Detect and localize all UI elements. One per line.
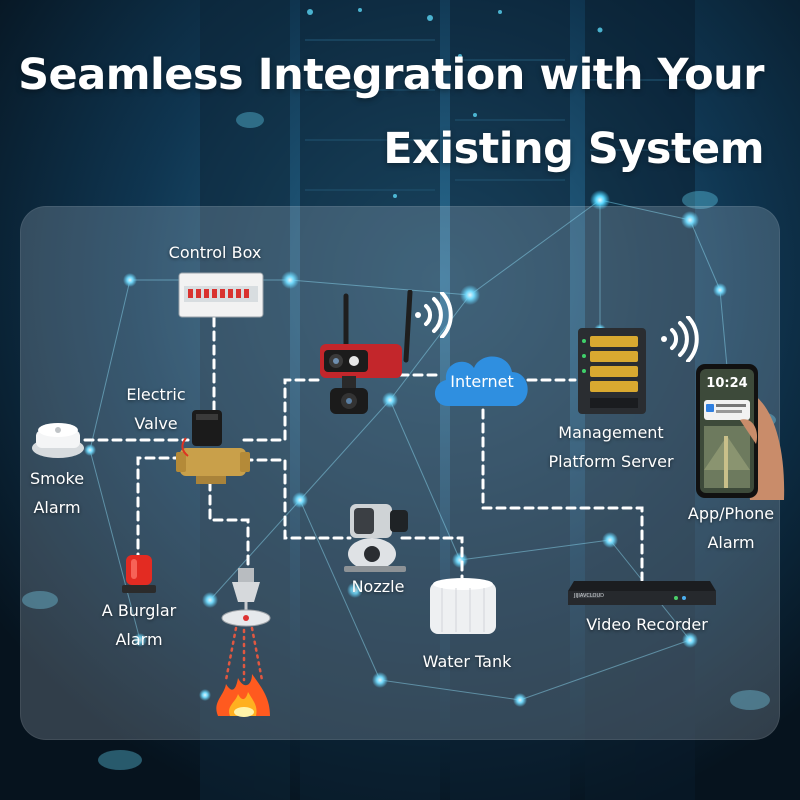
sprinkler-head-device bbox=[221, 568, 271, 627]
link-valve-sprinkler bbox=[208, 480, 250, 580]
page-title-line-1: Seamless Integration with Your bbox=[18, 50, 764, 100]
electric-valve-device bbox=[176, 410, 250, 484]
control-box-device bbox=[178, 272, 264, 318]
security-camera-device bbox=[320, 290, 413, 414]
link-valve-burglar bbox=[136, 456, 184, 557]
water-tank-device bbox=[430, 578, 496, 634]
video-recorder-device bbox=[568, 581, 716, 605]
app-phone-alarm-label: App/Phone Alarm bbox=[687, 504, 775, 552]
smoke-alarm-device bbox=[32, 423, 84, 458]
smartphone-device: 10:24 bbox=[690, 360, 786, 502]
link-internet-recorder bbox=[481, 408, 644, 582]
control-box-label: Control Box bbox=[168, 243, 262, 262]
diagram-panel bbox=[20, 206, 780, 740]
page-title-line-2: Existing System bbox=[383, 124, 764, 174]
wifi-icon bbox=[661, 316, 699, 362]
burglar-alarm-device bbox=[122, 555, 156, 593]
fire-icon bbox=[216, 674, 270, 717]
nozzle-label: Nozzle bbox=[351, 577, 405, 596]
internet-label: Internet bbox=[450, 372, 514, 391]
link-valve-camera bbox=[242, 378, 320, 442]
phone-clock: 10:24 bbox=[706, 376, 748, 391]
management-server-label: Management Platform Server bbox=[548, 423, 674, 471]
electric-valve-label: Electric Valve bbox=[126, 385, 186, 433]
water-tank-label: Water Tank bbox=[422, 652, 512, 671]
internet-cloud-icon bbox=[434, 356, 528, 406]
recorder-brand: JIJIAVCLOUD bbox=[574, 593, 604, 599]
pump-device bbox=[344, 504, 408, 572]
wifi-icon bbox=[415, 292, 453, 338]
video-recorder-label: Video Recorder bbox=[586, 615, 708, 634]
management-server-device bbox=[578, 328, 646, 414]
link-valve-pump-water bbox=[242, 458, 352, 540]
smoke-alarm-label: Smoke Alarm bbox=[29, 469, 85, 517]
burglar-alarm-label: A Burglar Alarm bbox=[101, 601, 177, 649]
link-pump-tank bbox=[400, 536, 464, 582]
